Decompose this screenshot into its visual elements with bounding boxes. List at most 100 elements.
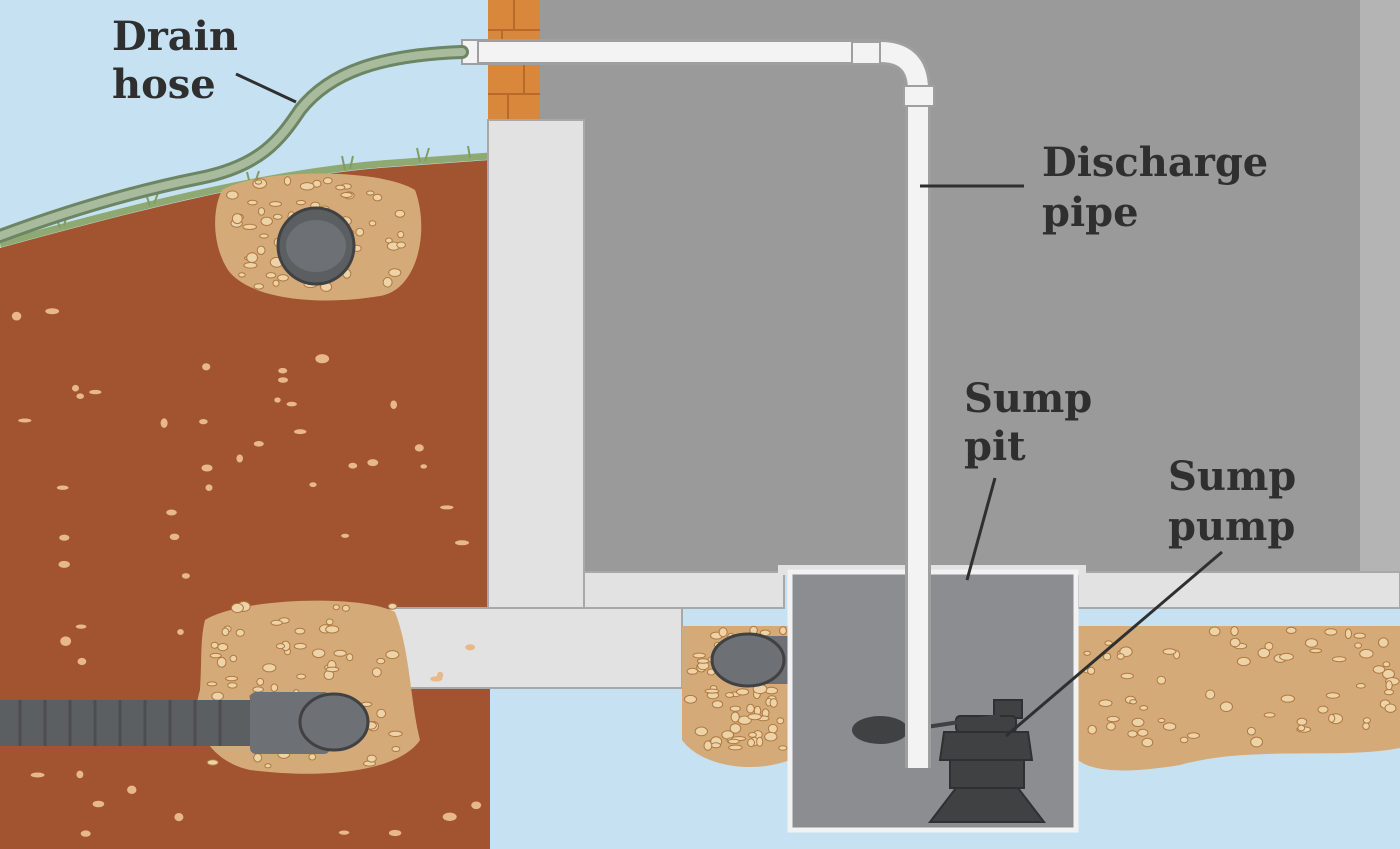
pebble (1139, 705, 1149, 711)
pebble (259, 233, 269, 239)
pebble (265, 272, 277, 279)
pipe-coupling-elbow (903, 85, 935, 107)
soil-stone (58, 560, 70, 568)
pebble (276, 643, 285, 650)
pebble (243, 262, 258, 269)
pebble (1103, 652, 1112, 661)
pebble (1104, 640, 1113, 646)
pebble (736, 688, 750, 696)
pebble (1354, 642, 1362, 649)
pebble (1324, 628, 1338, 636)
soil-stone (274, 397, 281, 403)
soil-stone (127, 785, 137, 794)
pebble (238, 272, 246, 278)
pebble (246, 252, 259, 264)
pebble (730, 711, 740, 723)
soil-stone (77, 657, 87, 666)
pebble (694, 726, 708, 737)
wall-shade (1360, 0, 1400, 572)
soil-stone (367, 459, 379, 467)
floor-slab-left (583, 571, 785, 609)
pebble (1384, 689, 1394, 696)
soil-stone (430, 676, 443, 682)
pebble (1106, 722, 1116, 731)
pebble (1344, 628, 1353, 640)
pebble (1137, 728, 1149, 737)
soil-stone (18, 418, 32, 423)
pebble (1264, 642, 1274, 651)
pebble (272, 279, 280, 287)
soil-stone (45, 308, 60, 315)
pebble (1205, 689, 1216, 700)
pebble (1285, 626, 1297, 635)
pebble (270, 619, 283, 626)
soil-stone (89, 389, 102, 395)
pebble (746, 703, 755, 714)
pebble (1359, 648, 1374, 659)
pebble (1279, 652, 1294, 661)
pebble (1087, 666, 1096, 675)
soil-stone (199, 419, 208, 425)
pebble (718, 627, 728, 638)
pebble (293, 642, 307, 650)
pebble (252, 686, 264, 693)
pebble (371, 667, 382, 678)
pebble (1328, 713, 1336, 723)
soil-stone (80, 830, 91, 837)
pebble (1129, 699, 1138, 705)
pebble (686, 667, 699, 675)
soil-stone (471, 801, 482, 810)
pebble (387, 602, 398, 610)
basement-wall (540, 0, 1400, 572)
pebble (211, 691, 224, 701)
drain-pipe-opening (298, 692, 370, 752)
pebble (332, 604, 340, 611)
foundation-wall (487, 119, 585, 609)
pebble (340, 192, 353, 198)
pebble (725, 692, 735, 698)
soil-stone (60, 636, 72, 646)
corrugated-drain-pipe (0, 700, 255, 746)
pebble (210, 641, 219, 649)
pebble (1353, 632, 1366, 639)
soil-stone (236, 454, 243, 463)
pebble (235, 628, 245, 637)
soil-stone (390, 400, 398, 410)
sump-pit-basin (787, 569, 1079, 833)
soil-stone (56, 485, 69, 490)
float-switch (852, 716, 908, 744)
pebble (1162, 648, 1177, 655)
pipe-coupling-top (851, 41, 881, 65)
soil-stone (442, 812, 457, 821)
pebble (1362, 717, 1372, 724)
pebble (1296, 717, 1308, 726)
soil-stone (278, 367, 288, 374)
pebble (396, 241, 406, 249)
pebble (217, 643, 229, 652)
pebble (1378, 637, 1389, 648)
soil-stones (11, 308, 482, 837)
pebble (221, 627, 230, 637)
pebble (1304, 638, 1319, 648)
pebble (206, 759, 219, 766)
pebble (376, 657, 386, 665)
pebble (1087, 724, 1097, 735)
pebble (242, 223, 257, 230)
pebble (253, 283, 265, 290)
pebble (366, 190, 375, 196)
pebble (1083, 650, 1091, 656)
pebble (257, 207, 266, 216)
pebble (269, 201, 282, 207)
leader-drain-hose (235, 72, 297, 104)
pebble (1362, 722, 1370, 730)
soil-stone (465, 644, 476, 651)
pebble (323, 177, 333, 185)
pebble (1325, 692, 1341, 699)
pebble (729, 705, 741, 712)
pebble (1372, 665, 1386, 674)
pebble (230, 602, 244, 614)
pebble (1179, 736, 1189, 744)
footing (389, 607, 683, 689)
soil-stone (338, 830, 350, 835)
pebble (1384, 703, 1397, 713)
